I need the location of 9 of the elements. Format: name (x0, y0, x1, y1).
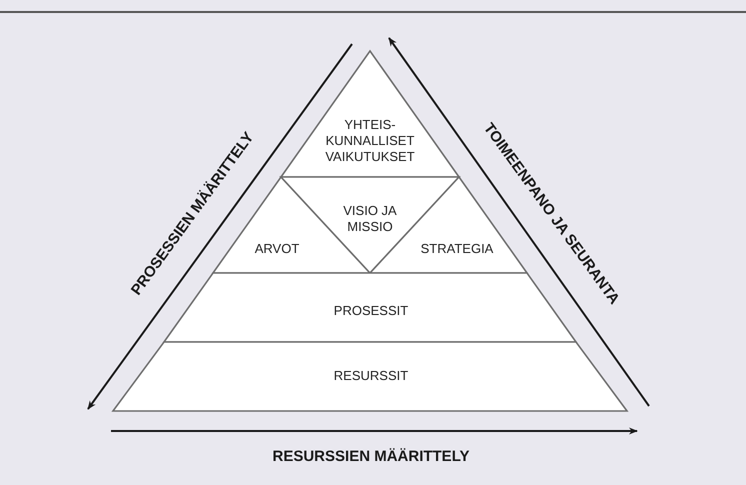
section-label: YHTEIS- KUNNALLISET VAIKUTUKSET (324, 117, 416, 165)
axis-label: RESURSSIEN MÄÄRITTELY (272, 448, 470, 466)
section-label: VISIO JA MISSIO (342, 203, 398, 235)
pyramid-section (113, 342, 627, 411)
section-label: RESURSSIT (332, 368, 410, 384)
section-label: STRATEGIA (420, 241, 494, 257)
section-label: PROSESSIT (332, 303, 410, 319)
pyramid-section (281, 51, 459, 177)
section-label: ARVOT (254, 241, 300, 257)
